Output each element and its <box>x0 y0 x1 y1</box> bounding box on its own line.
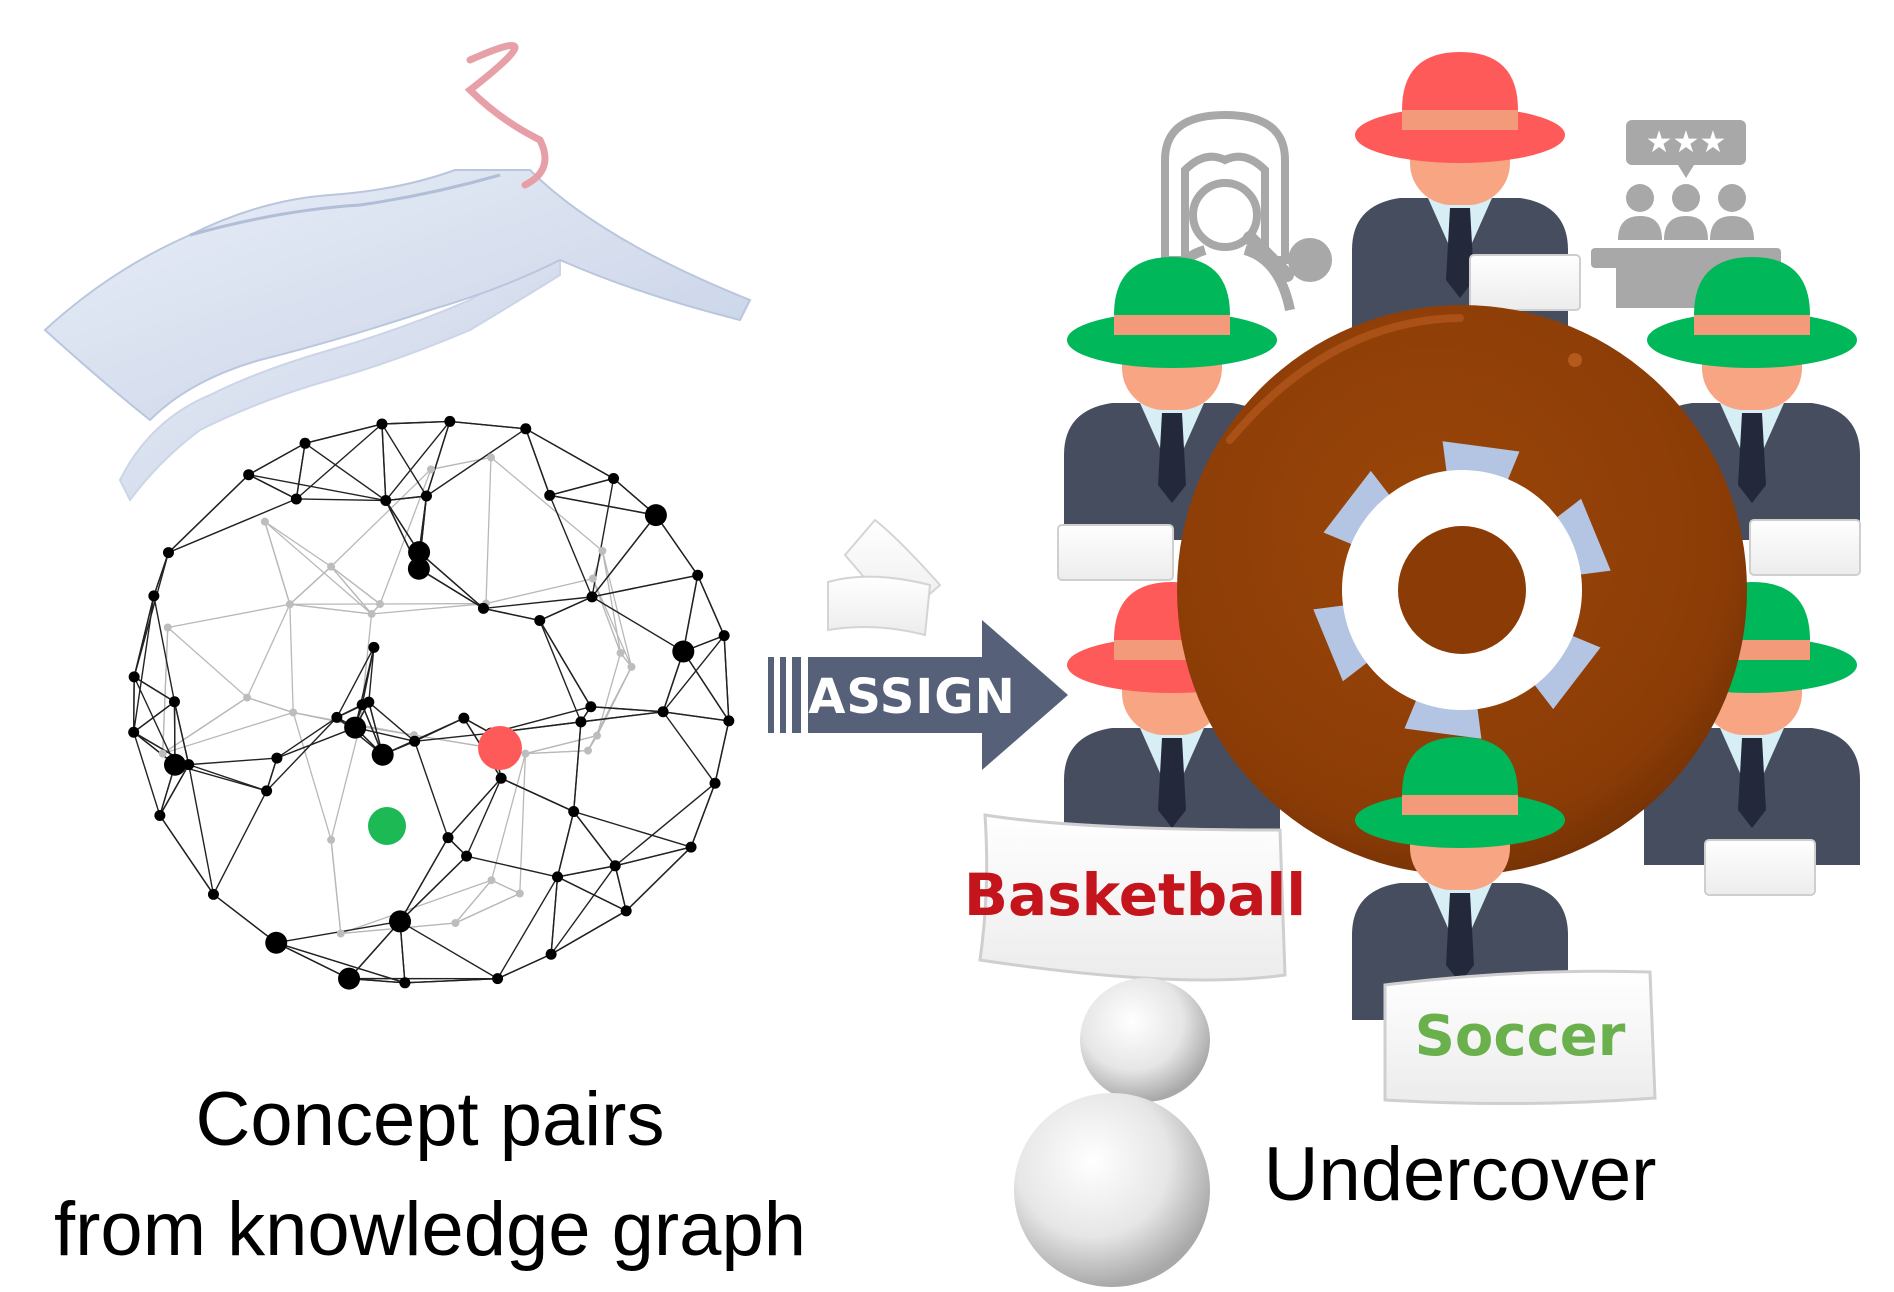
caption-left-line2: from knowledge graph <box>54 1187 806 1272</box>
assign-label: ASSIGN <box>808 669 1016 725</box>
player-3 <box>1644 257 1861 576</box>
gear-icon <box>1313 441 1611 739</box>
detective-magnifier-icon <box>1155 110 1332 312</box>
player-1 <box>1352 52 1581 335</box>
card-soccer-label: Soccer <box>1415 1004 1626 1069</box>
card-basketball-label: Basketball <box>964 861 1306 929</box>
sphere-decoration <box>1014 978 1210 1287</box>
caption-left-line1: Concept pairs <box>196 1077 665 1162</box>
assign-arrow: ASSIGN <box>768 620 1068 770</box>
player-6 <box>1352 737 1568 1020</box>
open-book-icon <box>43 42 752 502</box>
caption-right: Undercover <box>1264 1132 1657 1217</box>
knowledge-graph <box>128 415 735 990</box>
player-2 <box>1057 257 1280 581</box>
svg-text:★★★: ★★★ <box>1646 125 1727 160</box>
card-soccer: Soccer <box>1383 969 1657 1106</box>
ballot-papers-icon <box>827 518 942 637</box>
card-basketball: Basketball <box>964 813 1306 982</box>
